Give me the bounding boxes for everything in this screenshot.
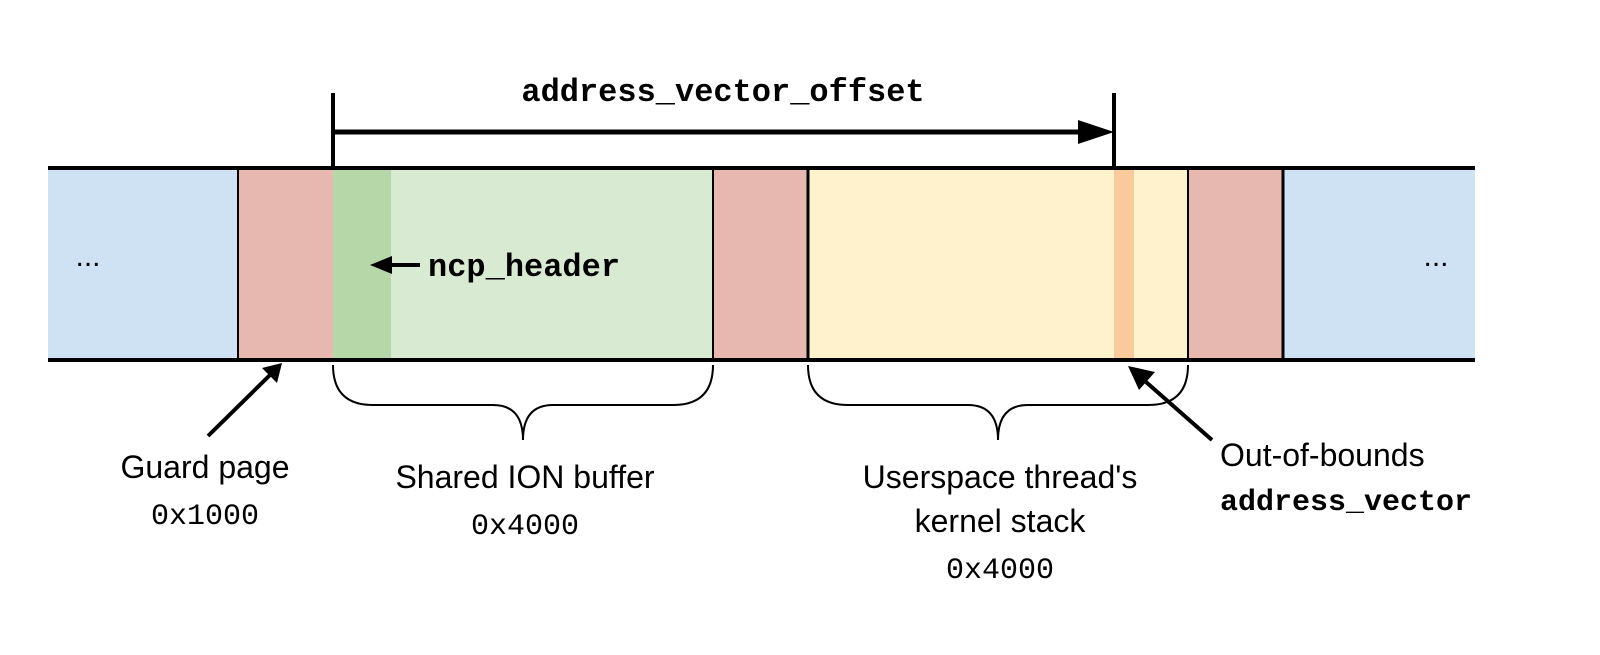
ellipsis-right: ... bbox=[1423, 240, 1448, 273]
oob-address-vector-region bbox=[1114, 168, 1134, 360]
guard-page-size: 0x1000 bbox=[151, 500, 259, 534]
offset-label: address_vector_offset bbox=[521, 74, 924, 111]
ion-buffer-title: Shared ION buffer bbox=[395, 459, 654, 495]
kernel-stack-title-line1: Userspace thread's bbox=[863, 459, 1138, 495]
oob-arrow-shaft bbox=[1144, 380, 1214, 442]
header-arrow-head bbox=[370, 256, 392, 274]
header-label: ncp_header bbox=[428, 249, 620, 286]
kernel-stack-brace bbox=[807, 364, 1189, 441]
kernel-stack-size: 0x4000 bbox=[946, 554, 1054, 588]
region-dividers bbox=[237, 168, 1189, 360]
guard-arrow-head bbox=[262, 363, 282, 383]
memory-region-right bbox=[1283, 168, 1475, 360]
ion-buffer-size: 0x4000 bbox=[471, 510, 579, 544]
memory-region-left bbox=[48, 168, 238, 360]
oob-arrow-head bbox=[1128, 366, 1155, 390]
guard-page-left bbox=[238, 168, 333, 360]
guard-page-title: Guard page bbox=[120, 449, 289, 485]
oob-title: Out-of-bounds bbox=[1220, 437, 1425, 473]
ellipsis-left: ... bbox=[75, 240, 100, 273]
guard-page-middle bbox=[713, 168, 808, 360]
region-dividers-bold bbox=[806, 168, 1285, 360]
oob-name: address_vector bbox=[1220, 486, 1472, 520]
guard-arrow-shaft bbox=[206, 373, 272, 438]
offset-arrow-head bbox=[1078, 120, 1114, 144]
kernel-stack-title-line2: kernel stack bbox=[915, 503, 1087, 539]
ion-buffer-brace bbox=[332, 364, 714, 441]
guard-page-right bbox=[1188, 168, 1283, 360]
